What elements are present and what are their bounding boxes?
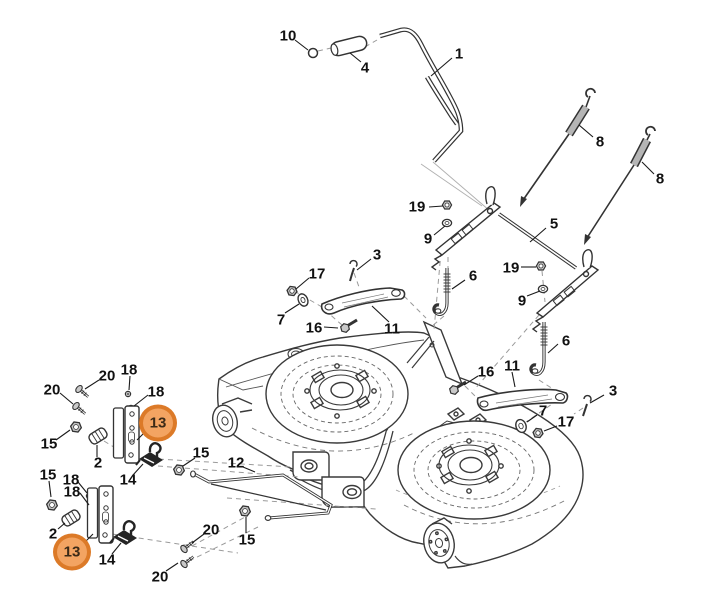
callout-6: 6 [561, 332, 571, 350]
cotter-pin-right [582, 394, 592, 417]
nut-15-a [69, 421, 83, 433]
deflector-rod [190, 470, 333, 521]
handle-grip [330, 35, 368, 57]
callout-20: 20 [151, 568, 169, 586]
cap-part-10 [307, 47, 319, 59]
rivet-18-a [124, 390, 132, 398]
cotter-pin-left [349, 259, 358, 282]
bracket-plate-13-upper [112, 405, 140, 464]
lift-arm-left [320, 287, 406, 315]
callout-16: 16 [305, 319, 323, 337]
bolt-16-right [448, 380, 467, 396]
callout-2: 2 [48, 525, 58, 543]
mower-deck [211, 320, 584, 569]
left-caster-wheel [211, 397, 253, 438]
hanger-rail-left [430, 186, 502, 271]
cross-bar [497, 212, 578, 270]
nut-15-b [45, 499, 59, 511]
callout-20: 20 [202, 521, 220, 539]
tension-spring-right [584, 125, 656, 245]
lift-rod-right [529, 322, 548, 376]
callout-20: 20 [98, 367, 116, 385]
callout-8: 8 [595, 133, 605, 151]
bracket-plate-13-lower [86, 485, 114, 544]
washer-9-left [441, 218, 453, 228]
callout-4: 4 [360, 59, 370, 77]
callout-10: 10 [279, 27, 297, 45]
screw-20-a [75, 384, 90, 398]
callout-15: 15 [40, 435, 58, 453]
assembly-lines [103, 39, 584, 562]
hanger-rail-right [531, 249, 600, 333]
screw-20-b [72, 401, 87, 415]
callout-9: 9 [423, 230, 433, 248]
callout-5: 5 [549, 215, 559, 233]
lift-handle [379, 27, 464, 163]
callout-9: 9 [517, 292, 527, 310]
callout-8: 8 [655, 170, 665, 188]
nut-19-left [441, 200, 453, 210]
callout-7: 7 [538, 402, 548, 420]
nut-17-left [286, 285, 298, 297]
callout-18: 18 [63, 483, 81, 501]
washer-9-right [537, 284, 549, 294]
bushing-2-b [61, 509, 81, 527]
callout-13-highlighted[interactable]: 13 [139, 404, 177, 442]
callout-17: 17 [557, 413, 575, 431]
callout-18: 18 [147, 383, 165, 401]
bushing-2-a [88, 427, 108, 445]
callout-20: 20 [43, 381, 61, 399]
callout-15: 15 [238, 531, 256, 549]
latch-hook-14-upper [135, 442, 163, 467]
callout-2: 2 [93, 454, 103, 472]
right-caster-wheel [423, 517, 473, 565]
nut-19-right [535, 261, 547, 271]
callout-19: 19 [502, 259, 520, 277]
callout-15: 15 [192, 444, 210, 462]
callout-13-highlighted[interactable]: 13 [53, 533, 91, 571]
nut-15-d [238, 505, 252, 517]
callout-3: 3 [372, 246, 382, 264]
lift-rod-left [432, 268, 451, 316]
latch-hook-14-lower [109, 520, 137, 545]
lift-arm-right [476, 388, 569, 412]
callout-12: 12 [227, 454, 245, 472]
washer-7-left [297, 293, 309, 307]
leader-lines [48, 39, 655, 572]
callout-11: 11 [384, 320, 400, 338]
callout-11: 11 [504, 357, 520, 375]
callout-19: 19 [408, 198, 426, 216]
left-spindle-dome [265, 344, 409, 444]
callout-3: 3 [608, 382, 618, 400]
screw-20-c [180, 540, 195, 554]
bolt-16-left [339, 318, 358, 334]
nut-17-right [532, 427, 544, 439]
callout-17: 17 [308, 265, 326, 283]
callout-15: 15 [39, 466, 57, 484]
callout-18: 18 [62, 471, 80, 489]
callout-14: 14 [119, 471, 137, 489]
screw-20-d [180, 555, 195, 569]
tension-spring-left [520, 87, 596, 207]
callout-18: 18 [120, 361, 138, 379]
right-spindle-dome [397, 420, 551, 520]
callout-14: 14 [98, 551, 116, 569]
washer-7-right [515, 418, 527, 434]
callout-16: 16 [477, 363, 495, 381]
callout-6: 6 [468, 267, 478, 285]
callout-7: 7 [276, 311, 286, 329]
callout-1: 1 [454, 45, 464, 63]
nut-15-c [172, 464, 186, 476]
